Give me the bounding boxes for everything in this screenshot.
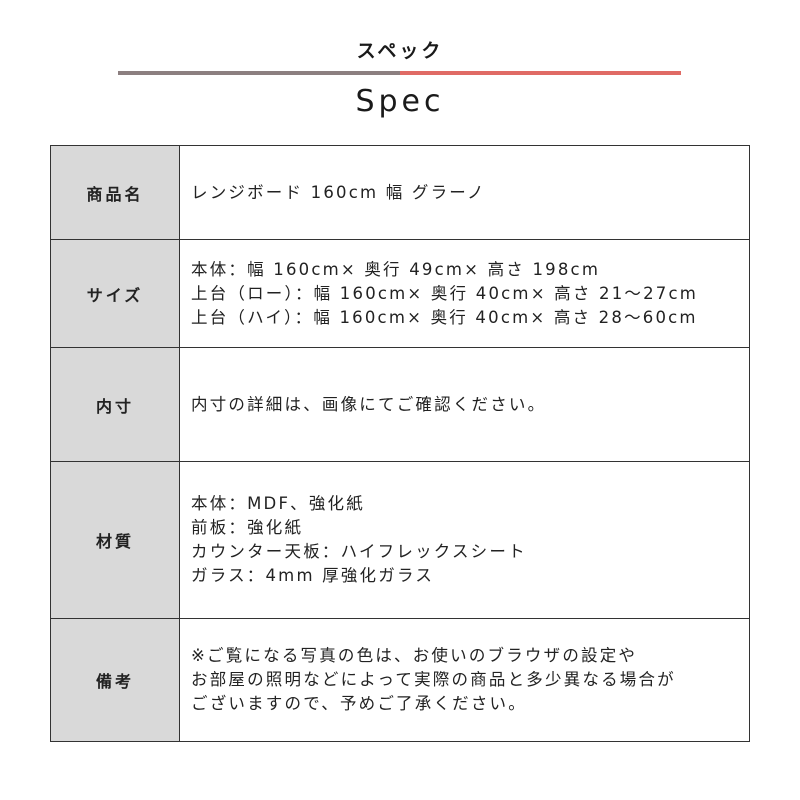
spec-row-product-name: 商品名 レンジボード 160cm 幅 グラーノ — [50, 145, 750, 240]
title-divider — [118, 71, 681, 75]
value-line: お部屋の照明などによって実際の商品と多少異なる場合が — [191, 670, 676, 689]
row-label: 商品名 — [50, 145, 180, 240]
divider-left-segment — [118, 71, 400, 75]
row-value: レンジボード 160cm 幅 グラーノ — [179, 145, 750, 240]
value-line: レンジボード 160cm 幅 グラーノ — [191, 182, 486, 202]
value-line: 上台（ロー）：幅 160cm× 奥行 40cm× 高さ 21〜27cm — [191, 283, 699, 303]
section-title-english: Spec — [355, 84, 445, 119]
spec-row-inner-dimensions: 内寸 内寸の詳細は、画像にてご確認ください。 — [50, 347, 750, 462]
row-label: 備考 — [50, 618, 180, 742]
value-line: ※ご覧になる写真の色は、お使いのブラウザの設定や — [191, 646, 638, 665]
value-line: 本体：幅 160cm× 奥行 49cm× 高さ 198cm — [191, 259, 601, 279]
value-line: 前板：強化紙 — [191, 518, 304, 537]
row-value: 内寸の詳細は、画像にてご確認ください。 — [179, 347, 750, 462]
spec-table: 商品名 レンジボード 160cm 幅 グラーノ サイズ 本体：幅 160cm× … — [50, 145, 750, 742]
value-line: 内寸の詳細は、画像にてご確認ください。 — [191, 394, 547, 414]
section-title-japanese: スペック — [356, 40, 444, 62]
value-line: ガラス：4mm 厚強化ガラス — [191, 566, 435, 585]
row-value: ※ご覧になる写真の色は、お使いのブラウザの設定や お部屋の照明などによって実際の… — [179, 618, 750, 742]
spec-row-size: サイズ 本体：幅 160cm× 奥行 49cm× 高さ 198cm 上台（ロー）… — [50, 239, 750, 348]
row-label: 内寸 — [50, 347, 180, 462]
value-line: ございますので、予めご了承ください。 — [191, 694, 527, 713]
value-line: 上台（ハイ）：幅 160cm× 奥行 40cm× 高さ 28〜60cm — [191, 307, 698, 327]
row-value: 本体：MDF、強化紙 前板：強化紙 カウンター天板：ハイフレックスシート ガラス… — [179, 461, 750, 619]
row-label: 材質 — [50, 461, 180, 619]
row-value: 本体：幅 160cm× 奥行 49cm× 高さ 198cm 上台（ロー）：幅 1… — [179, 239, 750, 348]
spec-row-notes: 備考 ※ご覧になる写真の色は、お使いのブラウザの設定や お部屋の照明などによって… — [50, 618, 750, 742]
value-line: カウンター天板：ハイフレックスシート — [191, 542, 527, 561]
value-line: 本体：MDF、強化紙 — [191, 494, 365, 513]
spec-row-material: 材質 本体：MDF、強化紙 前板：強化紙 カウンター天板：ハイフレックスシート … — [50, 461, 750, 619]
row-label: サイズ — [50, 239, 180, 348]
divider-right-segment — [400, 71, 681, 75]
